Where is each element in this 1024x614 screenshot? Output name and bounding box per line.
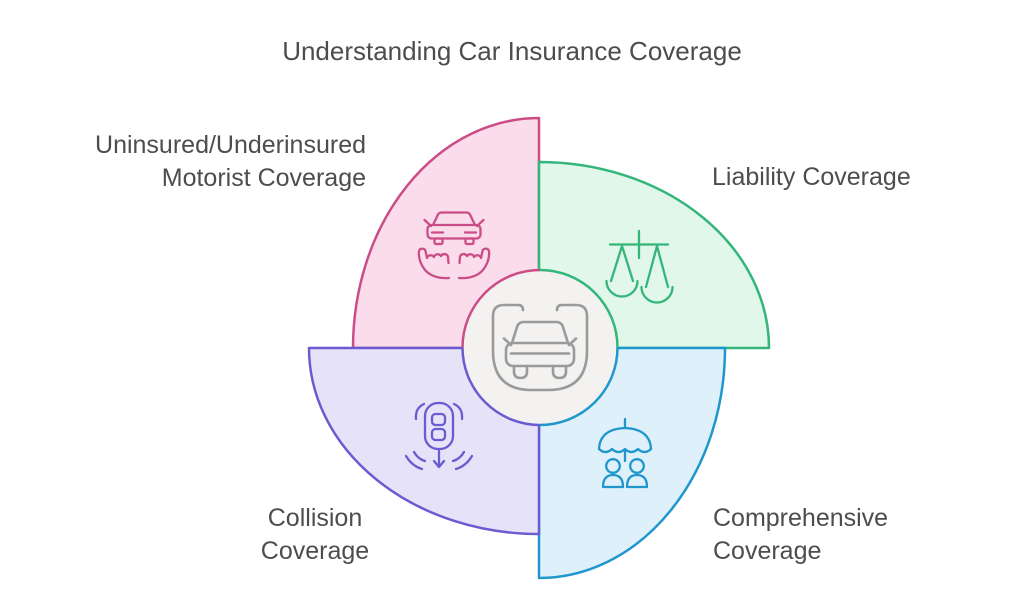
scales-of-justice-icon	[605, 229, 674, 304]
label-line: Coverage	[713, 537, 822, 565]
label-line: Comprehensive	[713, 504, 889, 532]
label-uninsured-motorist: Uninsured/Underinsured Motorist Coverage	[95, 129, 366, 195]
car-shield-icon	[491, 303, 589, 392]
label-comprehensive: Comprehensive Coverage	[713, 502, 888, 568]
label-collision: Collision Coverage	[215, 502, 415, 568]
label-line: Coverage	[260, 537, 370, 565]
sensor-car-icon	[404, 401, 474, 471]
label-line: Liability Coverage	[712, 163, 911, 191]
center-ring-top-left	[461, 268, 541, 348]
page-title: Understanding Car Insurance Coverage	[282, 36, 742, 66]
car-in-hands-icon	[417, 211, 491, 280]
label-line: Collision	[267, 504, 363, 532]
center-badge	[461, 268, 619, 427]
umbrella-people-icon	[597, 417, 653, 489]
center-ring-bottom-right	[539, 347, 619, 427]
center-ring-bottom-left	[461, 347, 541, 427]
label-line: Uninsured/Underinsured	[95, 131, 366, 159]
label-line: Motorist Coverage	[161, 164, 366, 192]
center-circle	[462, 270, 618, 425]
label-liability: Liability Coverage	[712, 161, 911, 194]
center-ring-top-right	[539, 268, 619, 348]
